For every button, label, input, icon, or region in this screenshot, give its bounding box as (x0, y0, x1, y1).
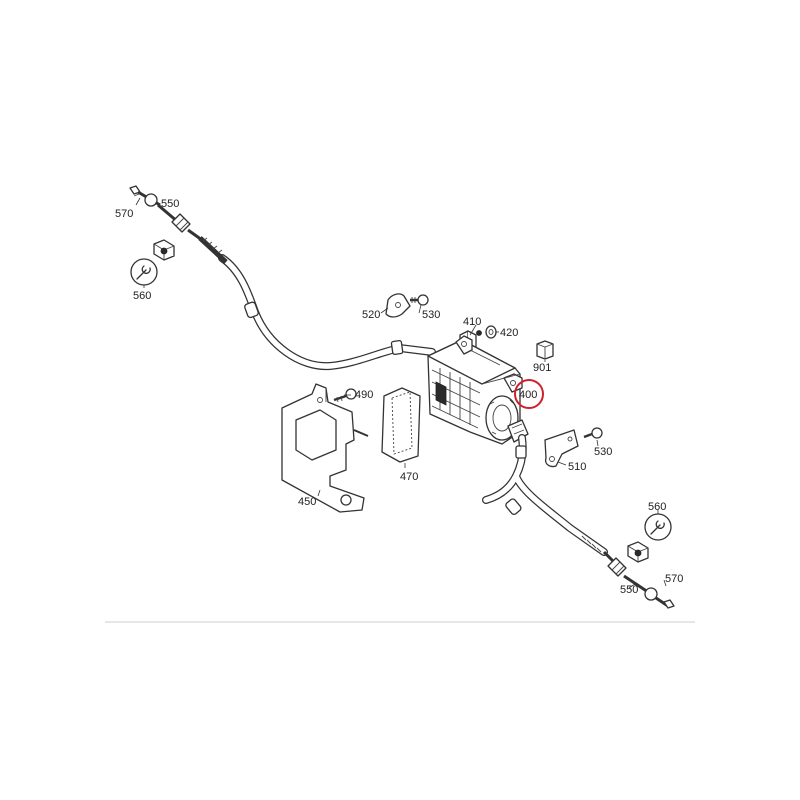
bolt-530-right (583, 427, 603, 439)
label-570-bottom: 570 (665, 573, 683, 585)
label-560-bottom: 560 (648, 501, 666, 513)
end-fitting-550-bottom (602, 550, 669, 608)
bolt-530-top (410, 294, 429, 306)
label-570-top: 570 (115, 208, 133, 220)
label-510: 510 (568, 461, 586, 473)
wrench-icon-560-bottom (644, 513, 672, 541)
bracket-520 (385, 293, 411, 318)
bracket-450 (281, 383, 369, 513)
pad-470 (381, 387, 421, 463)
clip-570-top (129, 185, 141, 197)
label-420: 420 (500, 327, 518, 339)
label-450: 450 (298, 496, 316, 508)
end-fitting-550-top (137, 190, 203, 242)
cable-right (482, 434, 608, 556)
bracket-510 (544, 429, 579, 468)
label-530-right: 530 (594, 446, 612, 458)
label-560-top: 560 (133, 290, 151, 302)
actuator-housing-400 (427, 335, 529, 445)
label-530-top: 530 (422, 309, 440, 321)
cable-left (198, 236, 436, 371)
label-520: 520 (362, 309, 380, 321)
nut-560-top (153, 239, 175, 261)
label-410: 410 (463, 316, 481, 328)
label-400: 400 (519, 389, 537, 401)
label-490: 490 (355, 389, 373, 401)
label-470: 470 (400, 471, 418, 483)
label-550-top: 550 (161, 198, 179, 210)
clip-570-bottom (663, 599, 675, 609)
bolt-490 (333, 388, 357, 403)
label-901: 901 (533, 362, 551, 374)
wrench-icon-560-top (130, 258, 158, 286)
highlight-circle-400 (514, 379, 544, 409)
label-550-bottom: 550 (620, 584, 638, 596)
nut-560-bottom (627, 541, 649, 563)
connector-901 (536, 340, 554, 360)
